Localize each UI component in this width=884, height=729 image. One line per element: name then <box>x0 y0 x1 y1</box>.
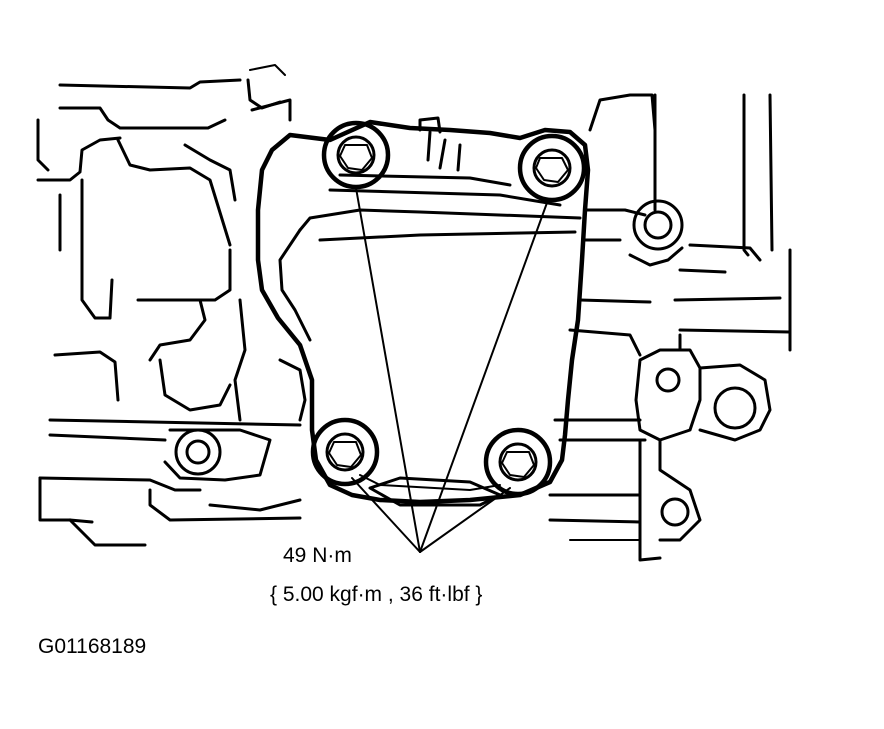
figure-id-label: G01168189 <box>38 635 147 658</box>
engine-block-right <box>548 93 792 562</box>
mount-bracket <box>255 116 591 507</box>
torque-value-label: 49 N·m <box>283 544 352 567</box>
bolt-bottom-right <box>483 427 553 497</box>
bolt-top-right <box>517 133 587 203</box>
bolt-bottom-left <box>310 417 380 487</box>
engine-block-left <box>36 64 307 547</box>
bolt-top-left <box>321 120 391 190</box>
torque-alt-units-label: { 5.00 kgf·m , 36 ft·lbf } <box>270 583 483 606</box>
leader-lines <box>351 187 549 553</box>
